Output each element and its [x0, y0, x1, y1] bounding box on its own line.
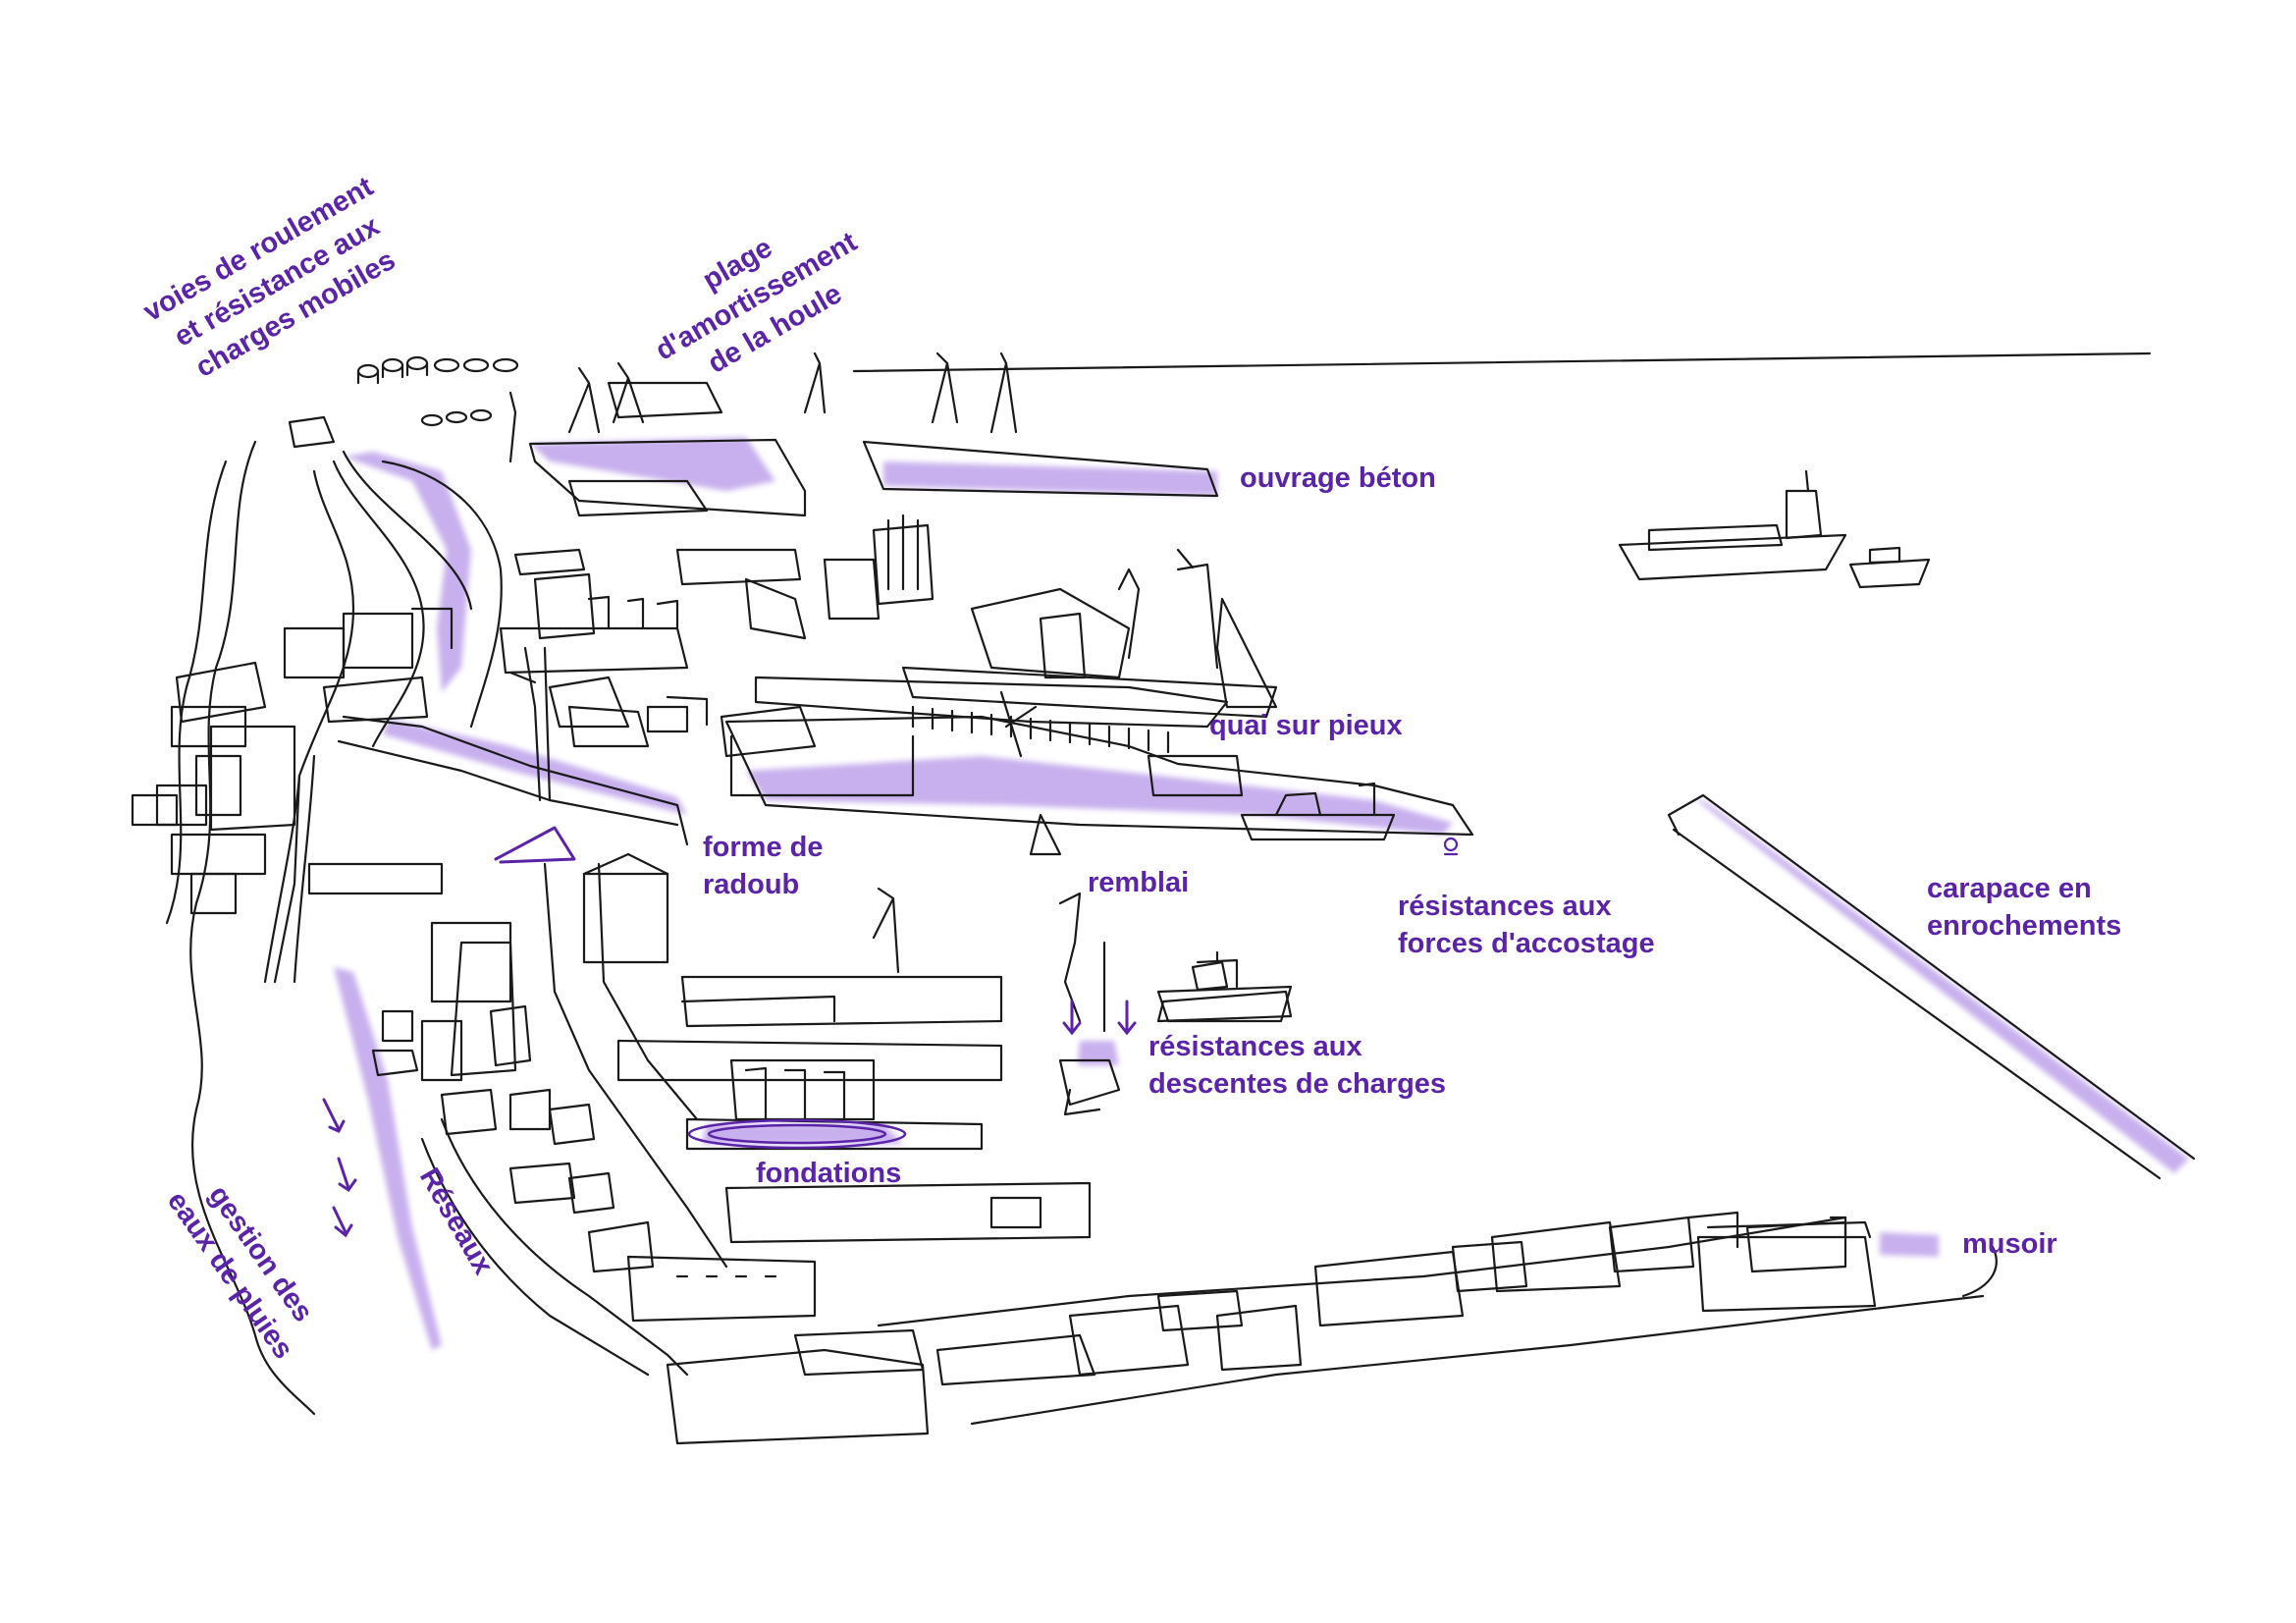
label-carapace-enrochements: carapace en enrochements — [1927, 870, 2121, 945]
city-blocks-left — [131, 415, 454, 915]
label-line: carapace en — [1927, 873, 2092, 904]
label-line: résistances aux — [1398, 891, 1612, 922]
label-line: radoub — [703, 869, 800, 900]
houses-center — [371, 921, 817, 1323]
label-resistances-descentes: résistances aux descentes de charges — [1148, 1028, 1446, 1103]
quay-on-piles — [754, 676, 1229, 754]
label-line: descentes de charges — [1148, 1068, 1447, 1100]
label-line: quai sur pieux — [1209, 710, 1403, 741]
label-line: ouvrage béton — [1240, 462, 1436, 494]
label-resistances-accostage: résistances aux forces d'accostage — [1398, 888, 1655, 962]
tug-boat — [1848, 546, 1931, 589]
foundation-ovals — [687, 1118, 907, 1150]
long-pier — [720, 690, 1474, 856]
coastal-road — [420, 862, 1998, 1426]
label-musoir: musoir — [1962, 1225, 2057, 1263]
label-line: musoir — [1962, 1228, 2057, 1260]
patrol-ship — [1156, 950, 1293, 1023]
label-line: résistances aux — [1148, 1031, 1362, 1062]
label-line: remblai — [1088, 867, 1190, 898]
triangle-marker — [494, 826, 576, 864]
label-ouvrage-beton: ouvrage béton — [1240, 460, 1436, 497]
lower-buildings — [666, 1211, 1877, 1445]
mooring-marker — [1443, 837, 1459, 856]
rail-tracks — [263, 450, 503, 984]
dry-dock — [337, 646, 689, 846]
label-line: fondations — [756, 1158, 902, 1189]
label-forme-de-radoub: forme de radoub — [703, 829, 823, 903]
upper-basin — [508, 352, 1219, 517]
label-line: enrochements — [1927, 910, 2122, 942]
label-line: forces d'accostage — [1398, 928, 1655, 959]
purple-highlights — [334, 437, 2189, 1350]
industrial-zone — [499, 514, 1278, 748]
container-ship — [1618, 469, 1847, 581]
purple-arrows — [322, 1000, 1137, 1238]
label-line: forme de — [703, 832, 824, 863]
storage-tanks — [356, 355, 519, 427]
central-area — [307, 852, 1293, 1244]
label-fondations: fondations — [756, 1155, 901, 1192]
coastline — [165, 440, 316, 1416]
horizon-line — [852, 352, 2152, 373]
label-remblai: remblai — [1088, 864, 1189, 901]
label-quai-sur-pieux: quai sur pieux — [1209, 707, 1403, 744]
breakwater — [1667, 793, 2196, 1180]
